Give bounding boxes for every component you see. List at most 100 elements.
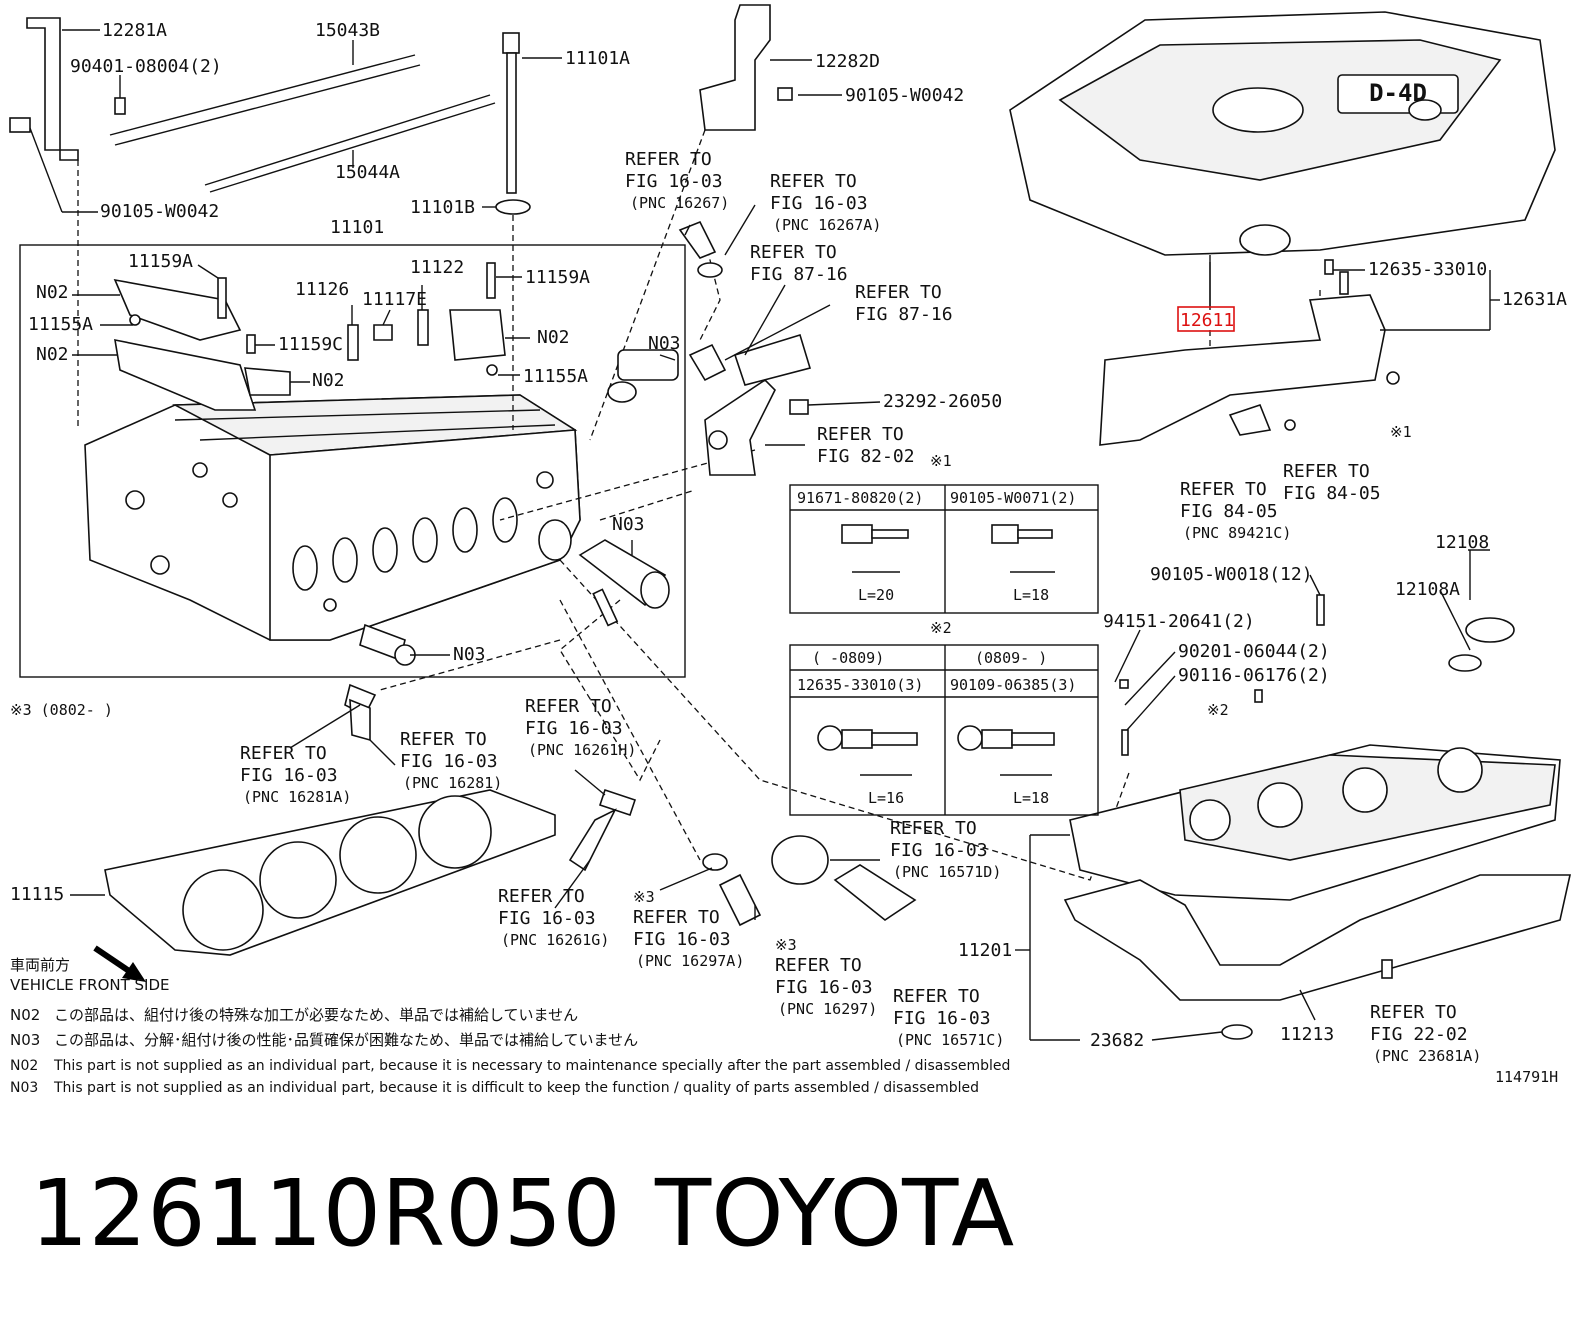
- front-side-en: VEHICLE FRONT SIDE: [10, 976, 170, 994]
- fastener-table-1: [789, 484, 1099, 614]
- label-11101: 11101: [330, 217, 384, 238]
- ref-87-16a-line2: FIG 87-16: [750, 264, 848, 285]
- ref-16267A-line2: FIG 16-03: [770, 193, 868, 214]
- ref-16571C-line2: FIG 16-03: [893, 1008, 991, 1029]
- note-3-code: N02: [10, 1058, 38, 1074]
- ref-16571C-line1: REFER TO: [893, 986, 980, 1007]
- ref-16261H-line2: FIG 16-03: [525, 718, 623, 739]
- label-11101B: 11101B: [410, 197, 475, 218]
- bearing-caps: [113, 278, 506, 411]
- label-12631A: 12631A: [1502, 289, 1567, 310]
- label-11115: 11115: [10, 884, 64, 905]
- mark-3-b: ※3: [775, 936, 797, 954]
- highlight-box-12611: [1177, 306, 1235, 332]
- label-12611-highlighted: 12611: [1180, 310, 1234, 331]
- label-11155A-left: 11155A: [28, 314, 93, 335]
- label-11155A-right: 11155A: [523, 366, 588, 387]
- ref-16267-line2: FIG 16-03: [625, 171, 723, 192]
- label-12108: 12108: [1435, 532, 1489, 553]
- label-90201-06044: 90201-06044(2): [1178, 641, 1330, 662]
- vehicle-front-arrow-icon: [93, 945, 146, 982]
- ref-16267-line3: (PNC 16267): [630, 194, 729, 212]
- head-bolts: [217, 262, 496, 361]
- label-n03-c: N03: [453, 644, 486, 665]
- ref-16571D-line3: (PNC 16571D): [893, 863, 1001, 881]
- label-23292-26050: 23292-26050: [883, 391, 1002, 412]
- label-11126: 11126: [295, 279, 349, 300]
- mark-3-a: ※3: [633, 888, 655, 906]
- label-90105-W0042-top: 90105-W0042: [845, 85, 964, 106]
- label-12281A: 12281A: [102, 20, 167, 41]
- ref-84-05a-line1: REFER TO: [1180, 479, 1267, 500]
- diagram-id: 114791H: [1495, 1068, 1558, 1086]
- leader-lines: [29, 29, 1500, 1041]
- bracket-12282D: [699, 4, 793, 131]
- ref-16297A-line3: (PNC 16297A): [636, 952, 744, 970]
- label-11213: 11213: [1280, 1024, 1334, 1045]
- label-n02-c: N02: [537, 327, 570, 348]
- head-cover-11201: [1069, 744, 1561, 901]
- ref-16281-line2: FIG 16-03: [400, 751, 498, 772]
- ref-16261G-line1: REFER TO: [498, 886, 585, 907]
- label-90105-W0018: 90105-W0018(12): [1150, 564, 1313, 585]
- ref-16571D-line2: FIG 16-03: [890, 840, 988, 861]
- caption-part-number: 126110R050: [30, 1160, 621, 1267]
- ref-87-16b-line2: FIG 87-16: [855, 304, 953, 325]
- table2-col2-range: (0809- ): [975, 649, 1047, 667]
- cover-fasteners: [1119, 594, 1393, 1040]
- ref-16281-line1: REFER TO: [400, 729, 487, 750]
- table2-col1-range: ( -0809): [812, 649, 884, 667]
- long-bolt-11101A: [495, 32, 531, 430]
- ref-22-02-line2: FIG 22-02: [1370, 1024, 1468, 1045]
- label-11159C: 11159C: [278, 334, 343, 355]
- ref-16571D-line1: REFER TO: [890, 818, 977, 839]
- label-94151-20641: 94151-20641(2): [1103, 611, 1255, 632]
- water-outlet-upper: [607, 349, 679, 403]
- ref-16261G-line3: (PNC 16261G): [501, 931, 609, 949]
- ref-87-16a-line1: REFER TO: [750, 242, 837, 263]
- label-90116-06176: 90116-06176(2): [1178, 665, 1330, 686]
- ref-84-05b-line1: REFER TO: [1283, 461, 1370, 482]
- label-11122: 11122: [410, 257, 464, 278]
- ref-22-02-line1: REFER TO: [1370, 1002, 1457, 1023]
- ref-16571C-line3: (PNC 16571C): [896, 1031, 1004, 1049]
- label-n03-b: N03: [612, 514, 645, 535]
- label-15044A: 15044A: [335, 162, 400, 183]
- bracket-12631A: [1099, 259, 1400, 446]
- ref-16297A-line1: REFER TO: [633, 907, 720, 928]
- ref-16267A-line1: REFER TO: [770, 171, 857, 192]
- table1-mark: ※1: [930, 452, 952, 470]
- note-2-text: この部品は、分解･組付け後の性能･品質確保が困難なため、単品では補給していません: [54, 1031, 638, 1049]
- note-4-code: N03: [10, 1080, 38, 1096]
- ref-16297-line2: FIG 16-03: [775, 977, 873, 998]
- ref-16267A-line3: (PNC 16267A): [773, 216, 881, 234]
- label-11159A-right: 11159A: [525, 267, 590, 288]
- mark-3-range: ※3 (0802- ): [10, 701, 113, 719]
- table2-col2-length: L=18: [1013, 789, 1049, 807]
- mark-1-right: ※1: [1390, 423, 1412, 441]
- note-1-code: N02: [10, 1006, 40, 1024]
- label-11101A: 11101A: [565, 48, 630, 69]
- ref-84-05b-line2: FIG 84-05: [1283, 483, 1381, 504]
- note-2-code: N03: [10, 1031, 40, 1049]
- wire-harness: [109, 54, 496, 193]
- table2-mark: ※2: [930, 619, 952, 637]
- table1-col1-part: 91671-80820(2): [797, 489, 923, 507]
- ref-16261H-line3: (PNC 16261H): [528, 741, 636, 759]
- head-gasket-11115: [104, 789, 556, 956]
- ref-16281-line3: (PNC 16281): [403, 774, 502, 792]
- ref-82-02-line1: REFER TO: [817, 424, 904, 445]
- table2-col2-part: 90109-06385(3): [950, 676, 1076, 694]
- water-pipe-middle: [578, 539, 670, 627]
- note-4-text: This part is not supplied as an individu…: [53, 1080, 979, 1096]
- note-3-text: This part is not supplied as an individu…: [53, 1058, 1010, 1074]
- label-n02-a: N02: [36, 282, 69, 303]
- ref-16261H-line1: REFER TO: [525, 696, 612, 717]
- ref-16297-line3: (PNC 16297): [778, 1000, 877, 1018]
- hoses-center: [344, 220, 917, 927]
- label-15043B: 15043B: [315, 20, 380, 41]
- ref-82-02-line2: FIG 82-02: [817, 446, 915, 467]
- label-n02-d: N02: [312, 370, 345, 391]
- table1-col2-part: 90105-W0071(2): [950, 489, 1076, 507]
